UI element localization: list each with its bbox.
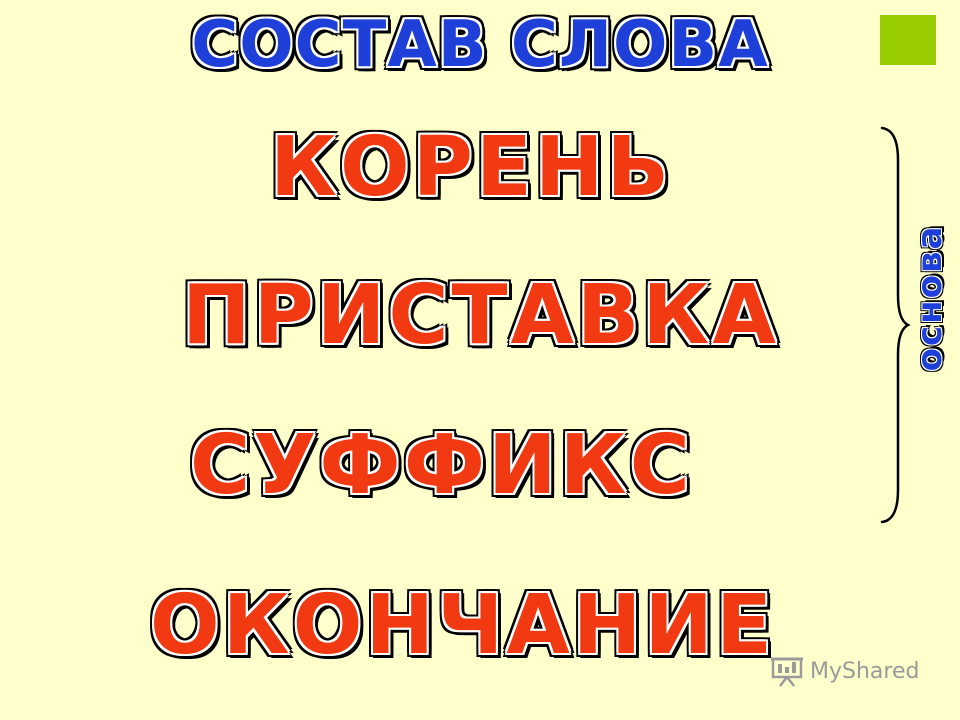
stem-label: основа [910,224,950,372]
presentation-board-icon [771,657,803,687]
green-square-button[interactable] [880,15,936,65]
word-part-root: КОРЕНЬ [270,120,672,215]
watermark-text: MyShared [810,658,920,684]
curly-brace-icon [880,126,911,524]
watermark: MyShared [770,655,919,687]
slide-title: СОСТАВ СЛОВА [190,7,769,84]
word-part-prefix: ПРИСТАВКА [182,268,779,363]
word-part-suffix: СУФФИКС [190,418,693,513]
word-part-ending: ОКОНЧАНИЕ [150,578,776,673]
